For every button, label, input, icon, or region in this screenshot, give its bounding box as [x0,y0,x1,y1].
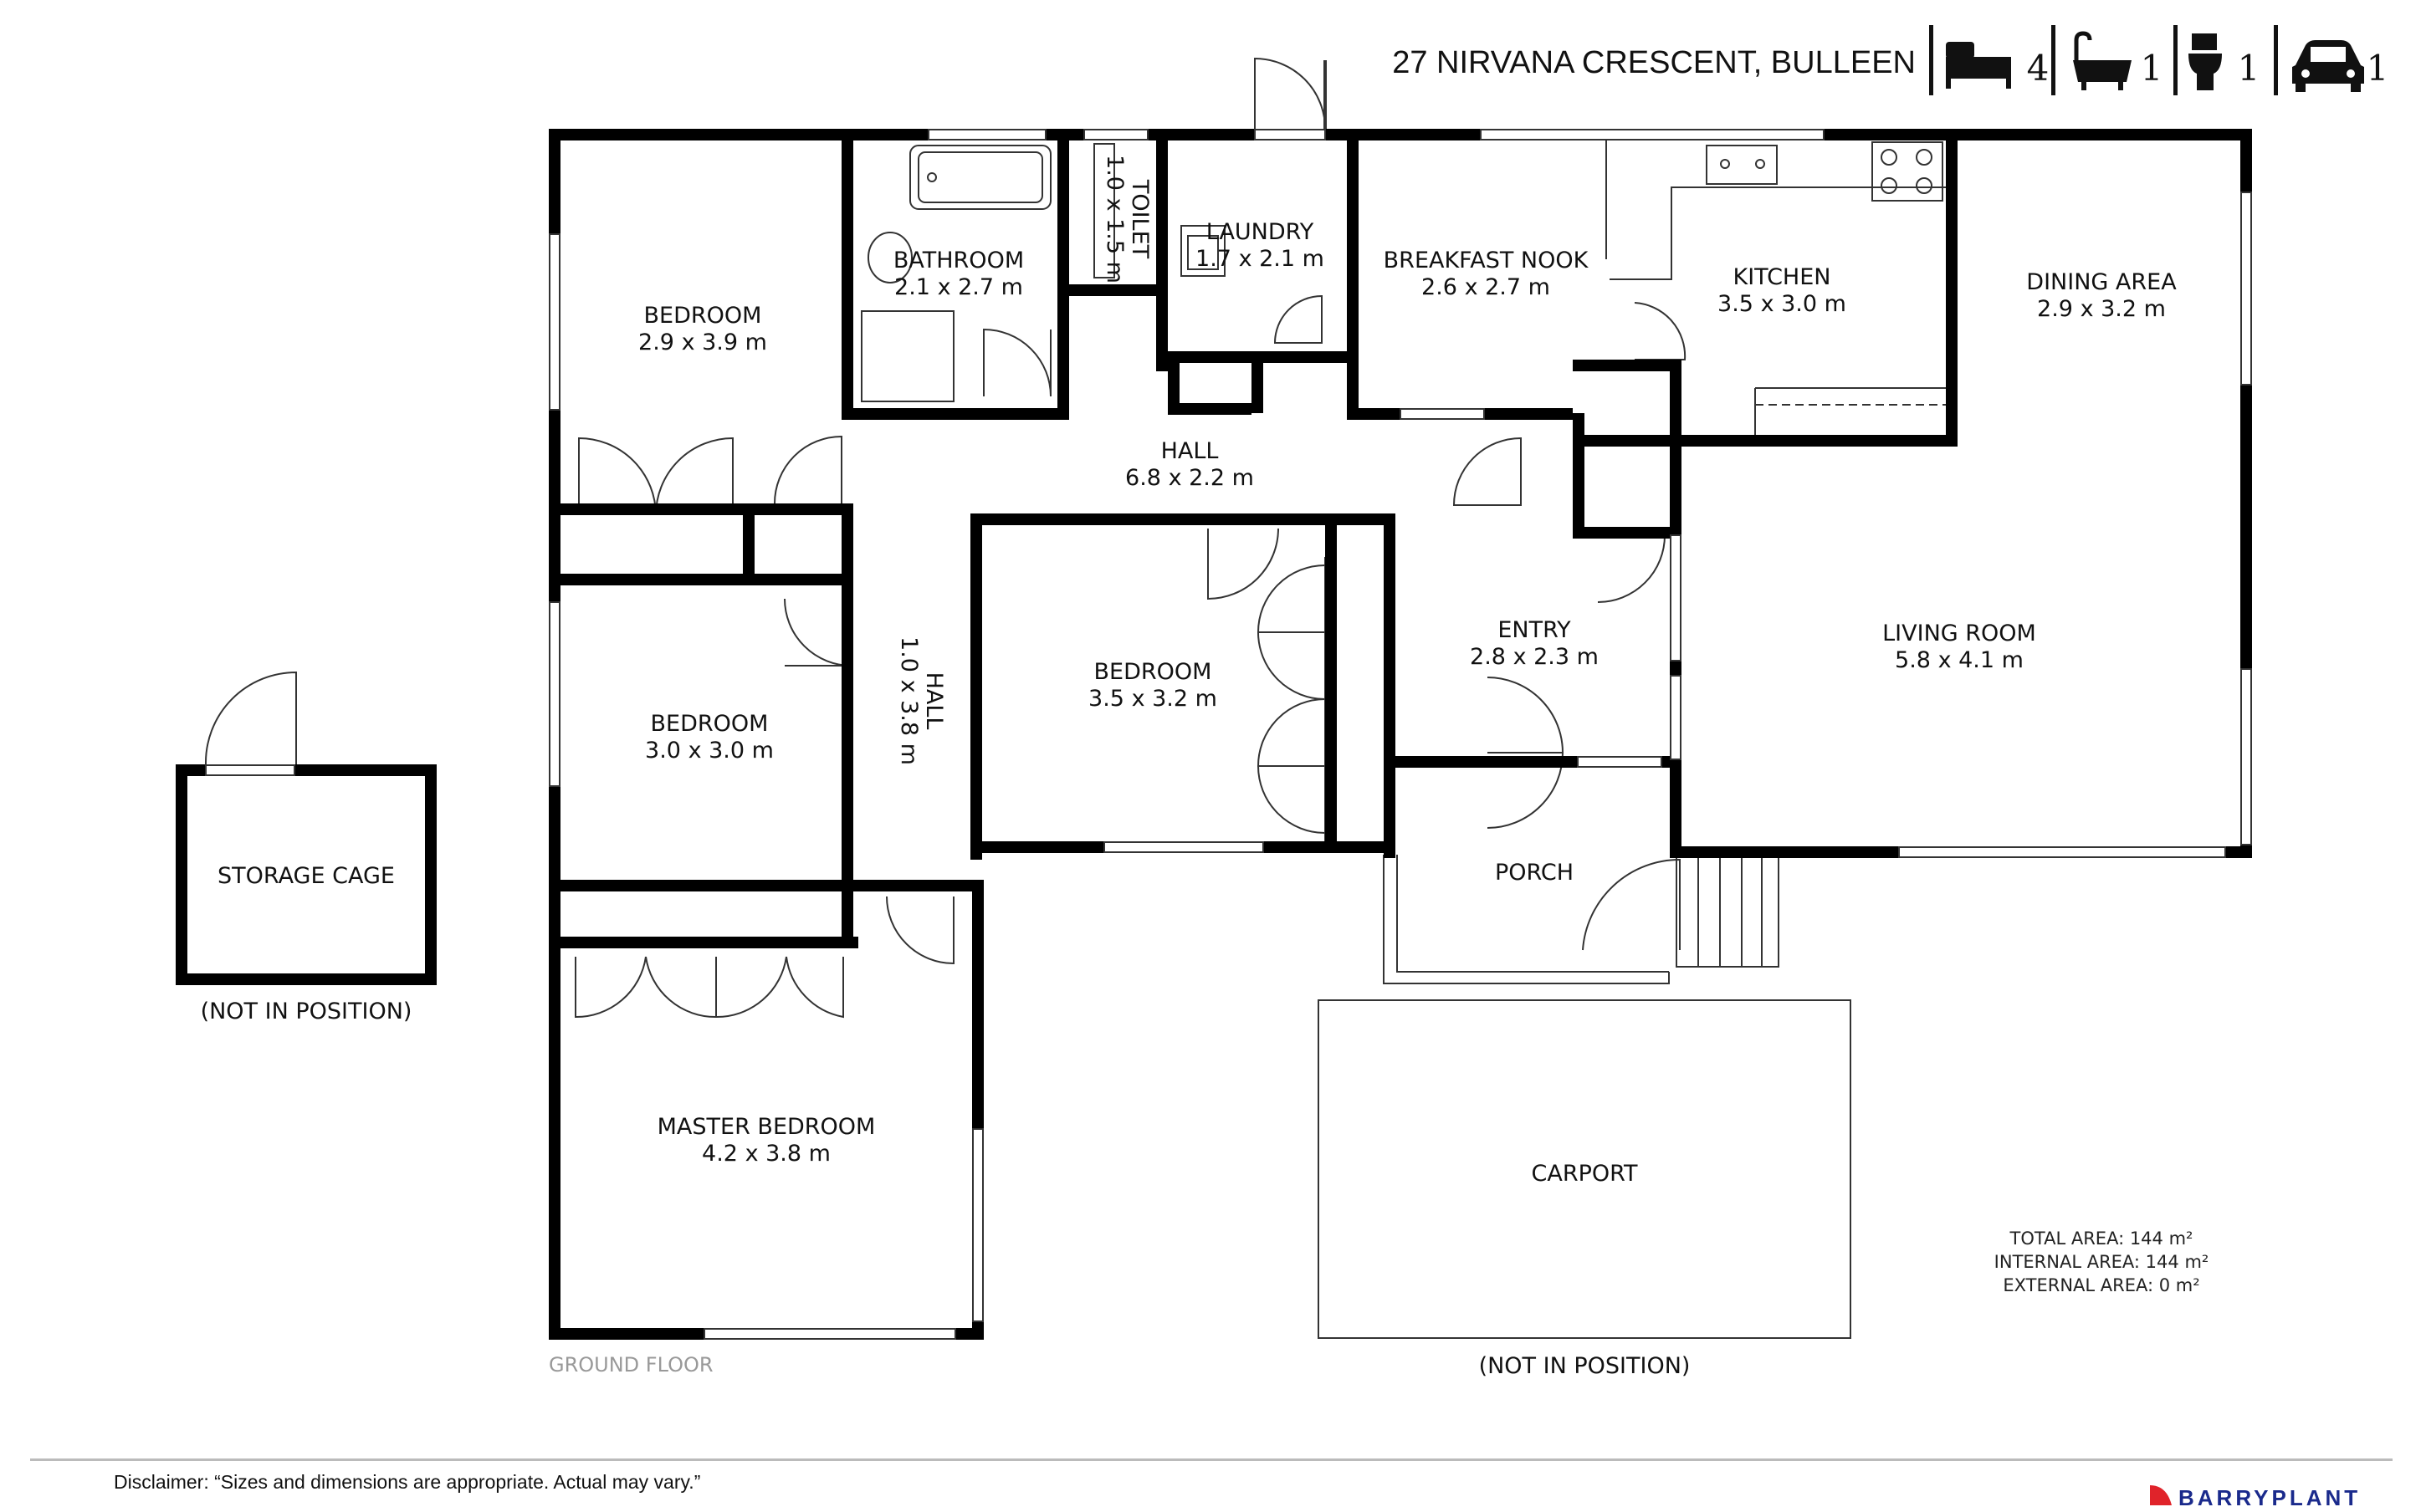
room-name: BEDROOM [651,711,769,737]
room-name: BREAKFAST NOOK [1384,248,1589,273]
internal-area: INTERNAL AREA: 144 m² [1994,1252,2209,1272]
room-size: 5.8 x 4.1 m [1895,647,2024,673]
windows [205,129,2252,1340]
floor-label: GROUND FLOOR [549,1353,714,1377]
room-name: TOILET [1127,179,1153,259]
room-name: STORAGE CAGE [218,863,395,889]
room-size: 3.5 x 3.2 m [1088,686,1217,712]
toilet-icon [2188,33,2222,90]
room-name: HALL [1161,438,1219,464]
brand-name: BARRYPLANT [2178,1485,2361,1510]
external-area: EXTERNAL AREA: 0 m² [2003,1275,2199,1295]
footer-divider [30,1458,2393,1461]
room-labels: BEDROOM 2.9 x 3.9 m BATHROOM 2.1 x 2.7 m… [201,155,2178,1379]
room-size: 4.2 x 3.8 m [702,1141,831,1167]
room-size: 3.5 x 3.0 m [1717,291,1846,317]
room-name: BEDROOM [644,303,762,329]
room-size: 2.1 x 2.7 m [894,274,1023,300]
room-size: 2.9 x 3.2 m [2037,296,2166,322]
not-in-position-note: (NOT IN POSITION) [1479,1353,1691,1379]
toilet-count: 1 [2238,48,2260,89]
fixtures [861,140,1946,1339]
disclaimer: Disclaimer: “Sizes and dimensions are ap… [114,1471,700,1493]
room-name: HALL [921,672,947,730]
room-name: LIVING ROOM [1882,621,2036,646]
room-size: 1.0 x 3.8 m [896,636,922,765]
bed-icon [1946,42,2011,89]
bathtub-icon [2073,31,2132,90]
carport-outline [1318,999,1851,1339]
room-size: 1.0 x 1.5 m [1102,155,1128,284]
room-size: 2.8 x 2.3 m [1470,644,1599,670]
header: 27 NIRVANA CRESCENT, BULLEEN 4 1 1 [1392,25,2388,95]
bedroom-count: 4 [2027,48,2050,89]
room-size: 1.7 x 2.1 m [1195,246,1324,272]
not-in-position-note: (NOT IN POSITION) [201,999,412,1024]
walls [176,129,2252,1340]
brand-mark-icon [2150,1485,2172,1505]
room-name: LAUNDRY [1206,219,1314,245]
room-name: BEDROOM [1094,659,1212,685]
room-size: 2.6 x 2.7 m [1421,274,1550,300]
car-count: 1 [2367,48,2389,89]
room-name: ENTRY [1497,617,1571,643]
car-icon [2292,40,2364,92]
room-name: DINING AREA [2026,269,2177,295]
room-name: CARPORT [1532,1161,1638,1187]
property-address: 27 NIRVANA CRESCENT, BULLEEN [1392,45,1916,80]
room-size: 3.0 x 3.0 m [645,738,774,764]
area-summary: TOTAL AREA: 144 m² INTERNAL AREA: 144 m²… [1994,1228,2209,1295]
room-name: PORCH [1495,860,1574,886]
room-name: MASTER BEDROOM [658,1114,876,1140]
room-size: 2.9 x 3.9 m [638,329,767,355]
room-size: 6.8 x 2.2 m [1125,465,1254,491]
bathroom-count: 1 [2141,48,2163,89]
room-name: BATHROOM [893,248,1024,273]
brand-logo: BARRYPLANT [2150,1485,2361,1510]
total-area: TOTAL AREA: 144 m² [2009,1228,2193,1249]
room-name: KITCHEN [1733,264,1831,290]
